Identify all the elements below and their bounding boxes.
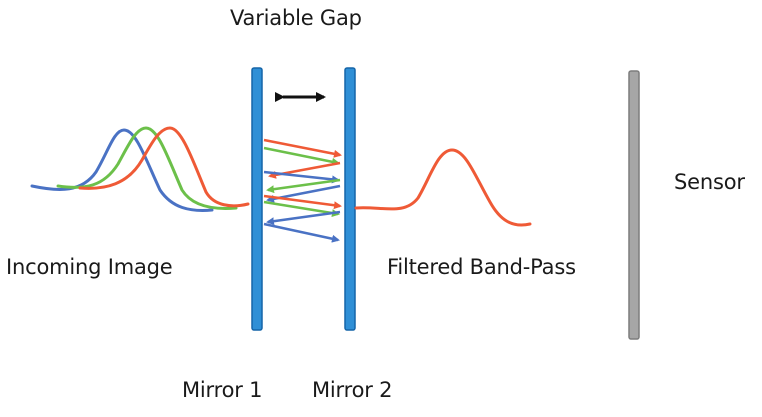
mirror-2 <box>344 67 356 331</box>
sensor-label: Sensor <box>674 170 745 194</box>
reflection-blue <box>263 222 340 243</box>
mirror-1 <box>251 67 263 331</box>
mirror-1-label: Mirror 1 <box>182 378 263 402</box>
reflection-green <box>263 146 340 166</box>
internal-reflections <box>263 138 342 243</box>
reflection-green <box>266 178 341 194</box>
reflection-red <box>263 138 342 158</box>
incoming-image-label: Incoming Image <box>6 255 173 279</box>
reflection-blue <box>263 170 340 184</box>
reflection-green <box>263 200 340 217</box>
incoming-wave-green <box>56 126 238 210</box>
sensor-bar <box>628 70 640 340</box>
filtered-wave-red <box>354 148 532 227</box>
filtered-band-pass-label: Filtered Band-Pass <box>387 255 576 279</box>
reflection-blue <box>266 210 341 226</box>
mirror-2-label: Mirror 2 <box>312 378 393 402</box>
incoming-wave-red <box>78 126 250 208</box>
reflection-red <box>263 194 342 210</box>
variable-gap-label: Variable Gap <box>230 6 362 30</box>
